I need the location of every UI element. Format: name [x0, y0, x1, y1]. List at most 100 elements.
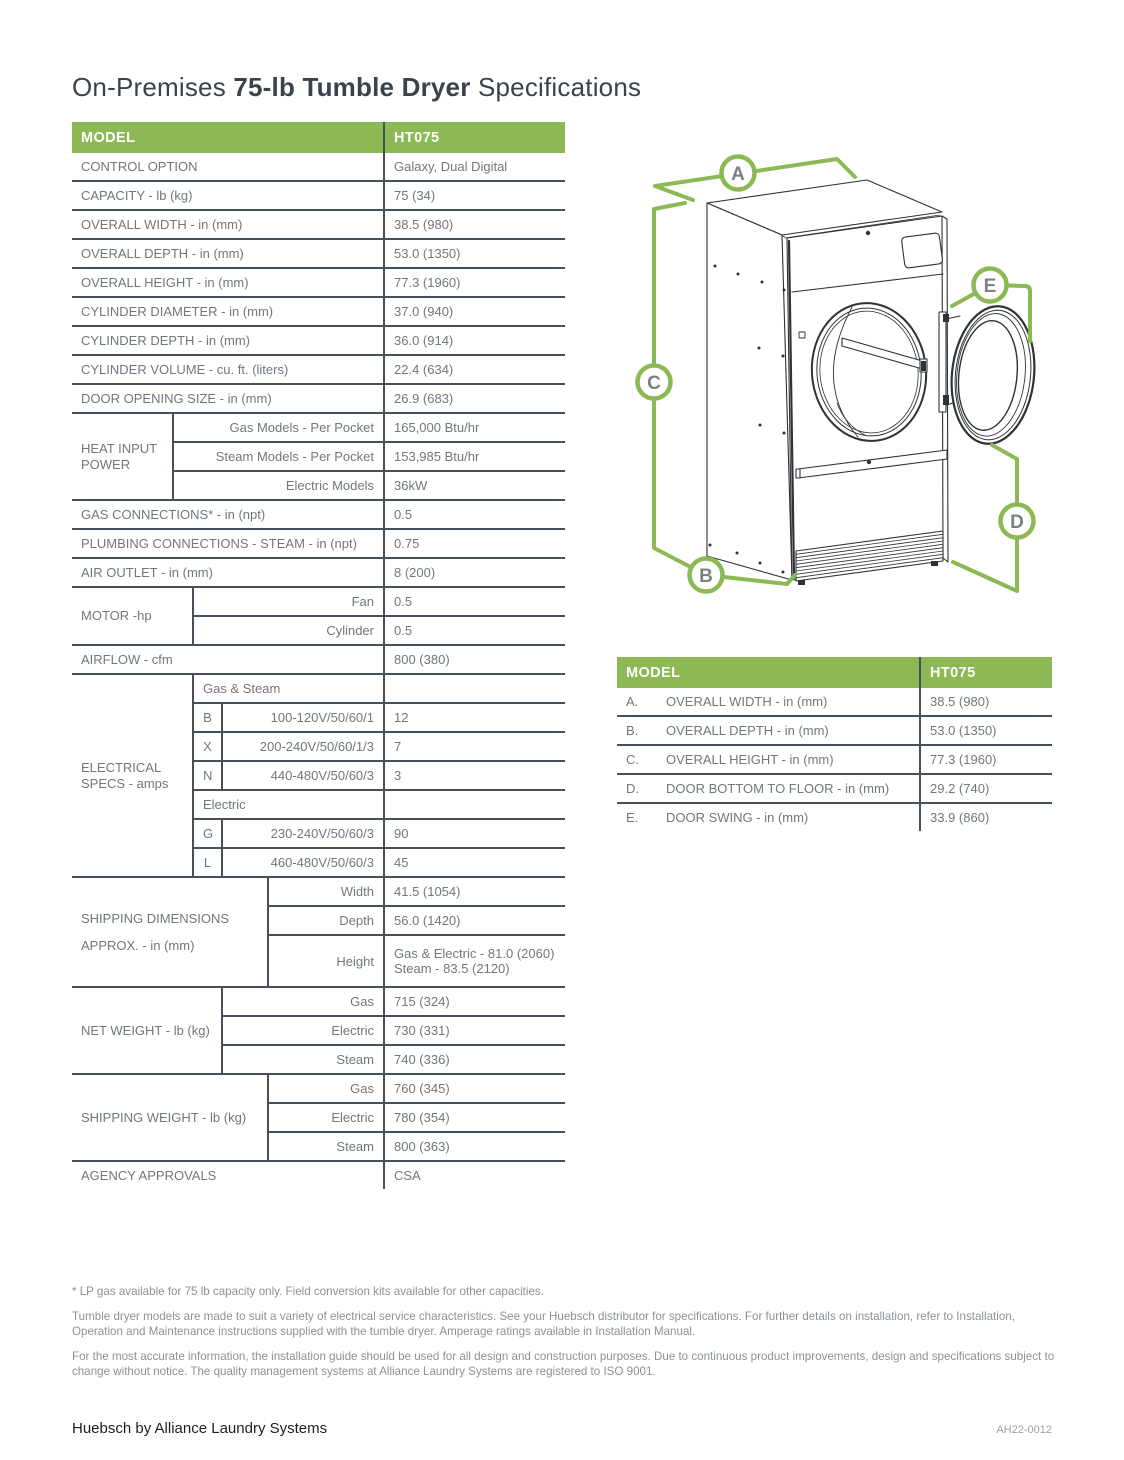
- spec-sublabel: Height: [267, 935, 384, 988]
- spec-sublabel: Electric Models: [172, 471, 384, 501]
- dims-label: DOOR BOTTOM TO FLOOR - in (mm): [657, 774, 921, 804]
- spec-value: 730 (331): [383, 1016, 565, 1046]
- dims-label: OVERALL WIDTH - in (mm): [657, 688, 921, 717]
- title-suffix: Specifications: [477, 72, 642, 102]
- spec-row-capacity: CAPACITY - lb (kg)75 (34): [72, 181, 565, 211]
- spec-label: OVERALL WIDTH - in (mm): [72, 210, 384, 240]
- dims-letter: A.: [617, 688, 657, 717]
- spec-value: 0.5: [383, 616, 565, 646]
- spec-row-overall-width: OVERALL WIDTH - in (mm)38.5 (980): [72, 210, 565, 240]
- spec-value: 0.5: [383, 587, 565, 617]
- spec-label: CYLINDER DIAMETER - in (mm): [72, 297, 384, 327]
- spec-code: X: [192, 732, 222, 762]
- spec-label: OVERALL HEIGHT - in (mm): [72, 268, 384, 298]
- dims-letter: C.: [617, 745, 657, 775]
- spec-value: 8 (200): [383, 558, 565, 588]
- spec-value: 780 (354): [383, 1103, 565, 1133]
- spec-group-label-shipping-weight: SHIPPING WEIGHT - lb (kg): [72, 1074, 268, 1162]
- spec-row-shipping-height: Height Gas & Electric - 81.0 (2060) Stea…: [72, 935, 565, 988]
- dim-marker-c-label: C: [647, 373, 661, 394]
- page-title: On-Premises 75-lb Tumble Dryer Specifica…: [72, 72, 641, 103]
- louver-vent: [795, 530, 944, 582]
- spec-sublabel: Electric: [267, 1103, 384, 1133]
- document-code: AH22-0012: [996, 1424, 1052, 1436]
- spec-value: 760 (345): [383, 1074, 565, 1104]
- spec-group-label-heat-input: HEAT INPUT POWER: [72, 413, 173, 501]
- dims-value: 29.2 (740): [919, 774, 1053, 804]
- spec-row-motor-fan: MOTOR -hp Fan 0.5: [72, 587, 565, 646]
- spec-sublabel: Steam Models - Per Pocket: [172, 442, 384, 472]
- spec-label: OVERALL DEPTH - in (mm): [72, 239, 384, 269]
- spec-value: 45: [383, 848, 565, 878]
- spec-sublabel: Fan: [192, 587, 384, 617]
- spec-header-row: MODEL HT075: [72, 122, 565, 153]
- spec-label: CONTROL OPTION: [72, 153, 384, 182]
- dims-letter: D.: [617, 774, 657, 804]
- dims-row-door-bottom: D.DOOR BOTTOM TO FLOOR - in (mm)29.2 (74…: [617, 774, 1053, 804]
- spec-group-label-line1: SHIPPING DIMENSIONS: [81, 910, 230, 926]
- spec-sublabel: Gas: [267, 1074, 384, 1104]
- dims-value: 77.3 (1960): [919, 745, 1053, 775]
- spec-voltage: 100-120V/50/60/1: [221, 703, 384, 733]
- dim-marker-b-label: B: [699, 566, 713, 587]
- spec-sublabel: Gas & Steam: [192, 674, 384, 704]
- control-panel: [901, 232, 943, 269]
- dims-header-row: MODEL HT075: [617, 657, 1053, 688]
- spec-header-value: HT075: [383, 122, 565, 153]
- dim-marker-e-circle: [971, 266, 1009, 304]
- spec-value-line2: Steam - 83.5 (2120): [394, 961, 510, 976]
- dim-marker-d-label: D: [1010, 512, 1024, 533]
- spec-label: PLUMBING CONNECTIONS - STEAM - in (npt): [72, 529, 384, 559]
- spec-sublabel: Electric: [221, 1016, 384, 1046]
- spec-value: Gas & Electric - 81.0 (2060) Steam - 83.…: [383, 935, 565, 988]
- spec-voltage: 200-240V/50/60/1/3: [221, 732, 384, 762]
- spec-value: 0.75: [383, 529, 565, 559]
- spec-row-net-weight-gas: NET WEIGHT - lb (kg) Gas 715 (324): [72, 987, 565, 1075]
- dims-label: DOOR SWING - in (mm): [666, 810, 809, 825]
- dryer-cabinet: [706, 179, 1036, 582]
- dim-marker-b-circle: [687, 556, 725, 594]
- dims-header-value: HT075: [919, 657, 1053, 688]
- spec-value: CSA: [383, 1161, 565, 1189]
- spec-code: N: [192, 761, 222, 791]
- spec-row-cylinder-depth: CYLINDER DEPTH - in (mm)36.0 (914): [72, 326, 565, 356]
- spec-value: Galaxy, Dual Digital: [383, 153, 565, 182]
- dims-label: OVERALL DEPTH - in (mm): [657, 716, 921, 746]
- spec-value: 800 (380): [383, 645, 565, 675]
- spec-value-line1: Gas & Electric - 81.0 (2060): [394, 946, 555, 961]
- spec-row-air-outlet: AIR OUTLET - in (mm)8 (200): [72, 558, 565, 588]
- dims-letter: B.: [617, 716, 657, 746]
- spec-row-shipping-width: SHIPPING DIMENSIONS APPROX. - in (mm) Wi…: [72, 877, 565, 988]
- dims-row-overall-height: C.OVERALL HEIGHT - in (mm)77.3 (1960): [617, 745, 1053, 775]
- page-footer: Huebsch by Alliance Laundry Systems AH22…: [72, 1420, 1052, 1437]
- dims-value: 33.9 (860): [919, 803, 1053, 831]
- spec-label: GAS CONNECTIONS* - in (npt): [72, 500, 384, 530]
- spec-label: AIRFLOW - cfm: [72, 645, 384, 675]
- dims-row-door-swing: E. DOOR SWING - in (mm) 33.9 (860): [617, 803, 1053, 831]
- spec-sublabel: Gas Models - Per Pocket: [172, 413, 384, 443]
- spec-sublabel: Steam: [221, 1045, 384, 1075]
- dims-letter: E.: [626, 810, 639, 825]
- spec-value: 38.5 (980): [383, 210, 565, 240]
- spec-sublabel: Cylinder: [192, 616, 384, 646]
- spec-value: 75 (34): [383, 181, 565, 211]
- spec-value: 0.5: [383, 500, 565, 530]
- dims-header-model: MODEL: [617, 657, 921, 688]
- spec-group-label-line2: APPROX. - in (mm): [81, 937, 195, 953]
- spec-value: 36.0 (914): [383, 326, 565, 356]
- dim-marker-a-label: A: [731, 164, 745, 185]
- spec-row-cylinder-diameter: CYLINDER DIAMETER - in (mm)37.0 (940): [72, 297, 565, 327]
- dim-marker-a-circle: [719, 154, 757, 192]
- dims-row-overall-width: A.OVERALL WIDTH - in (mm)38.5 (980): [617, 688, 1053, 717]
- spec-value: 153,985 Btu/hr: [383, 442, 565, 472]
